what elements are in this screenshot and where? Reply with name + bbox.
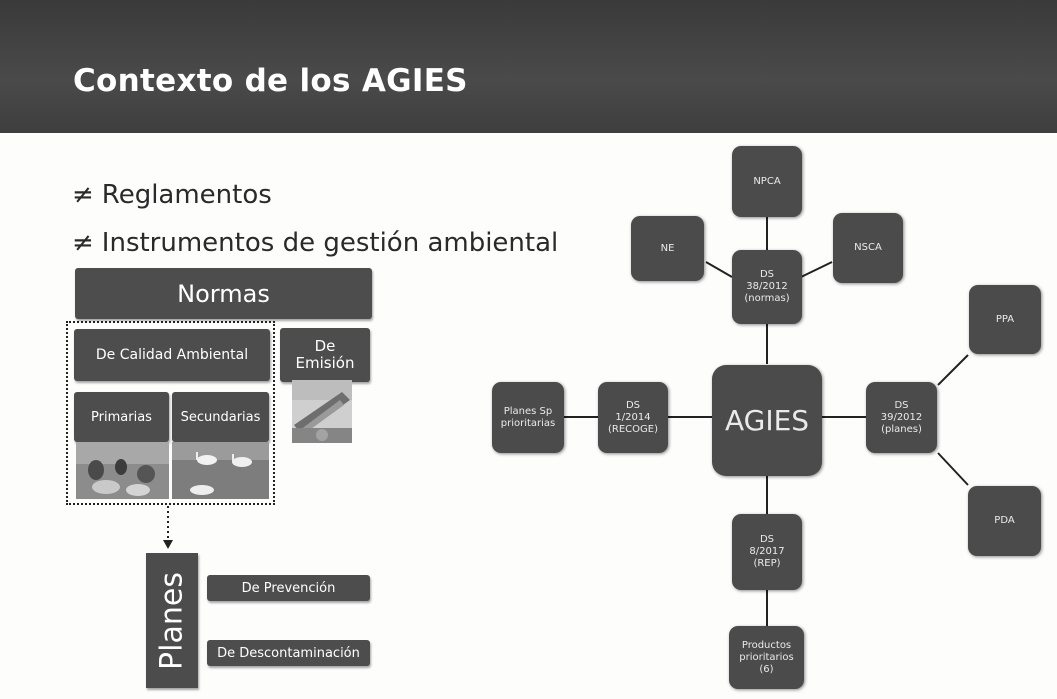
node-ds38-label: DS 38/2012 (normas) [744,269,790,304]
node-npca-label: NPCA [753,175,781,187]
node-ds1-label: DS 1/2014 (RECOGE) [608,399,658,435]
normas-box: Normas [75,268,372,319]
bullet-text: Instrumentos de gestión ambiental [101,228,559,258]
node-pda-label: PDA [994,515,1015,526]
node-ds39: DS 39/2012 (planes) [866,382,937,453]
descontaminacion-label: De Descontaminación [217,645,360,661]
secundarias-box: Secundarias [172,392,269,442]
bullet-reglamentos: ≠Reglamentos [72,180,272,210]
node-nsca: NSCA [833,213,903,283]
node-ds38: DS 38/2012 (normas) [732,250,802,324]
normas-label: Normas [177,279,270,308]
node-ppa: PPA [969,285,1041,354]
primarias-label: Primarias [91,409,152,425]
node-ds8: DS 8/2017 (REP) [732,514,802,590]
node-ppa-label: PPA [995,313,1015,325]
primarias-box: Primarias [74,392,169,442]
node-ne: NE [631,216,704,281]
node-agies: AGIES [712,365,822,476]
node-planes-sp-label: Planes Sp prioritarias [500,405,556,429]
node-ds1: DS 1/2014 (RECOGE) [598,382,668,453]
calidad-ambiental-label: De Calidad Ambiental [95,347,249,363]
node-ne-label: NE [660,242,675,254]
not-equal-symbol: ≠ [72,180,94,210]
node-nsca-label: NSCA [854,242,882,253]
swans-photo [172,442,269,499]
node-planes-sp: Planes Sp prioritarias [492,382,564,453]
header-bar: Contexto de los AGIES [0,0,1057,133]
dotted-group-border [66,321,275,505]
node-ds8-label: DS 8/2017 (REP) [749,534,785,569]
bullet-text: Reglamentos [101,180,272,210]
planes-box: Planes [146,553,198,688]
node-agies-label: AGIES [724,403,810,437]
node-productos: Productos prioritarios (6) [729,626,804,689]
node-pda: PDA [968,486,1041,556]
descontaminacion-box: De Descontaminación [207,640,370,666]
node-ds39-label: DS 39/2012 (planes) [880,399,923,435]
emision-box: De Emisión [280,328,370,382]
not-equal-symbol: ≠ [72,228,94,258]
prevencion-label: De Prevención [241,580,336,596]
prevencion-box: De Prevención [207,575,370,601]
slide-title: Contexto de los AGIES [73,63,468,99]
people-water-photo [76,442,169,499]
secundarias-label: Secundarias [180,409,261,425]
emission-stack-photo [292,380,352,443]
calidad-ambiental-box: De Calidad Ambiental [74,329,270,381]
node-productos-label: Productos prioritarios (6) [739,639,794,675]
node-npca: NPCA [732,146,802,217]
emision-label: De Emisión [295,337,355,372]
bullet-instrumentos: ≠Instrumentos de gestión ambiental [72,228,558,258]
